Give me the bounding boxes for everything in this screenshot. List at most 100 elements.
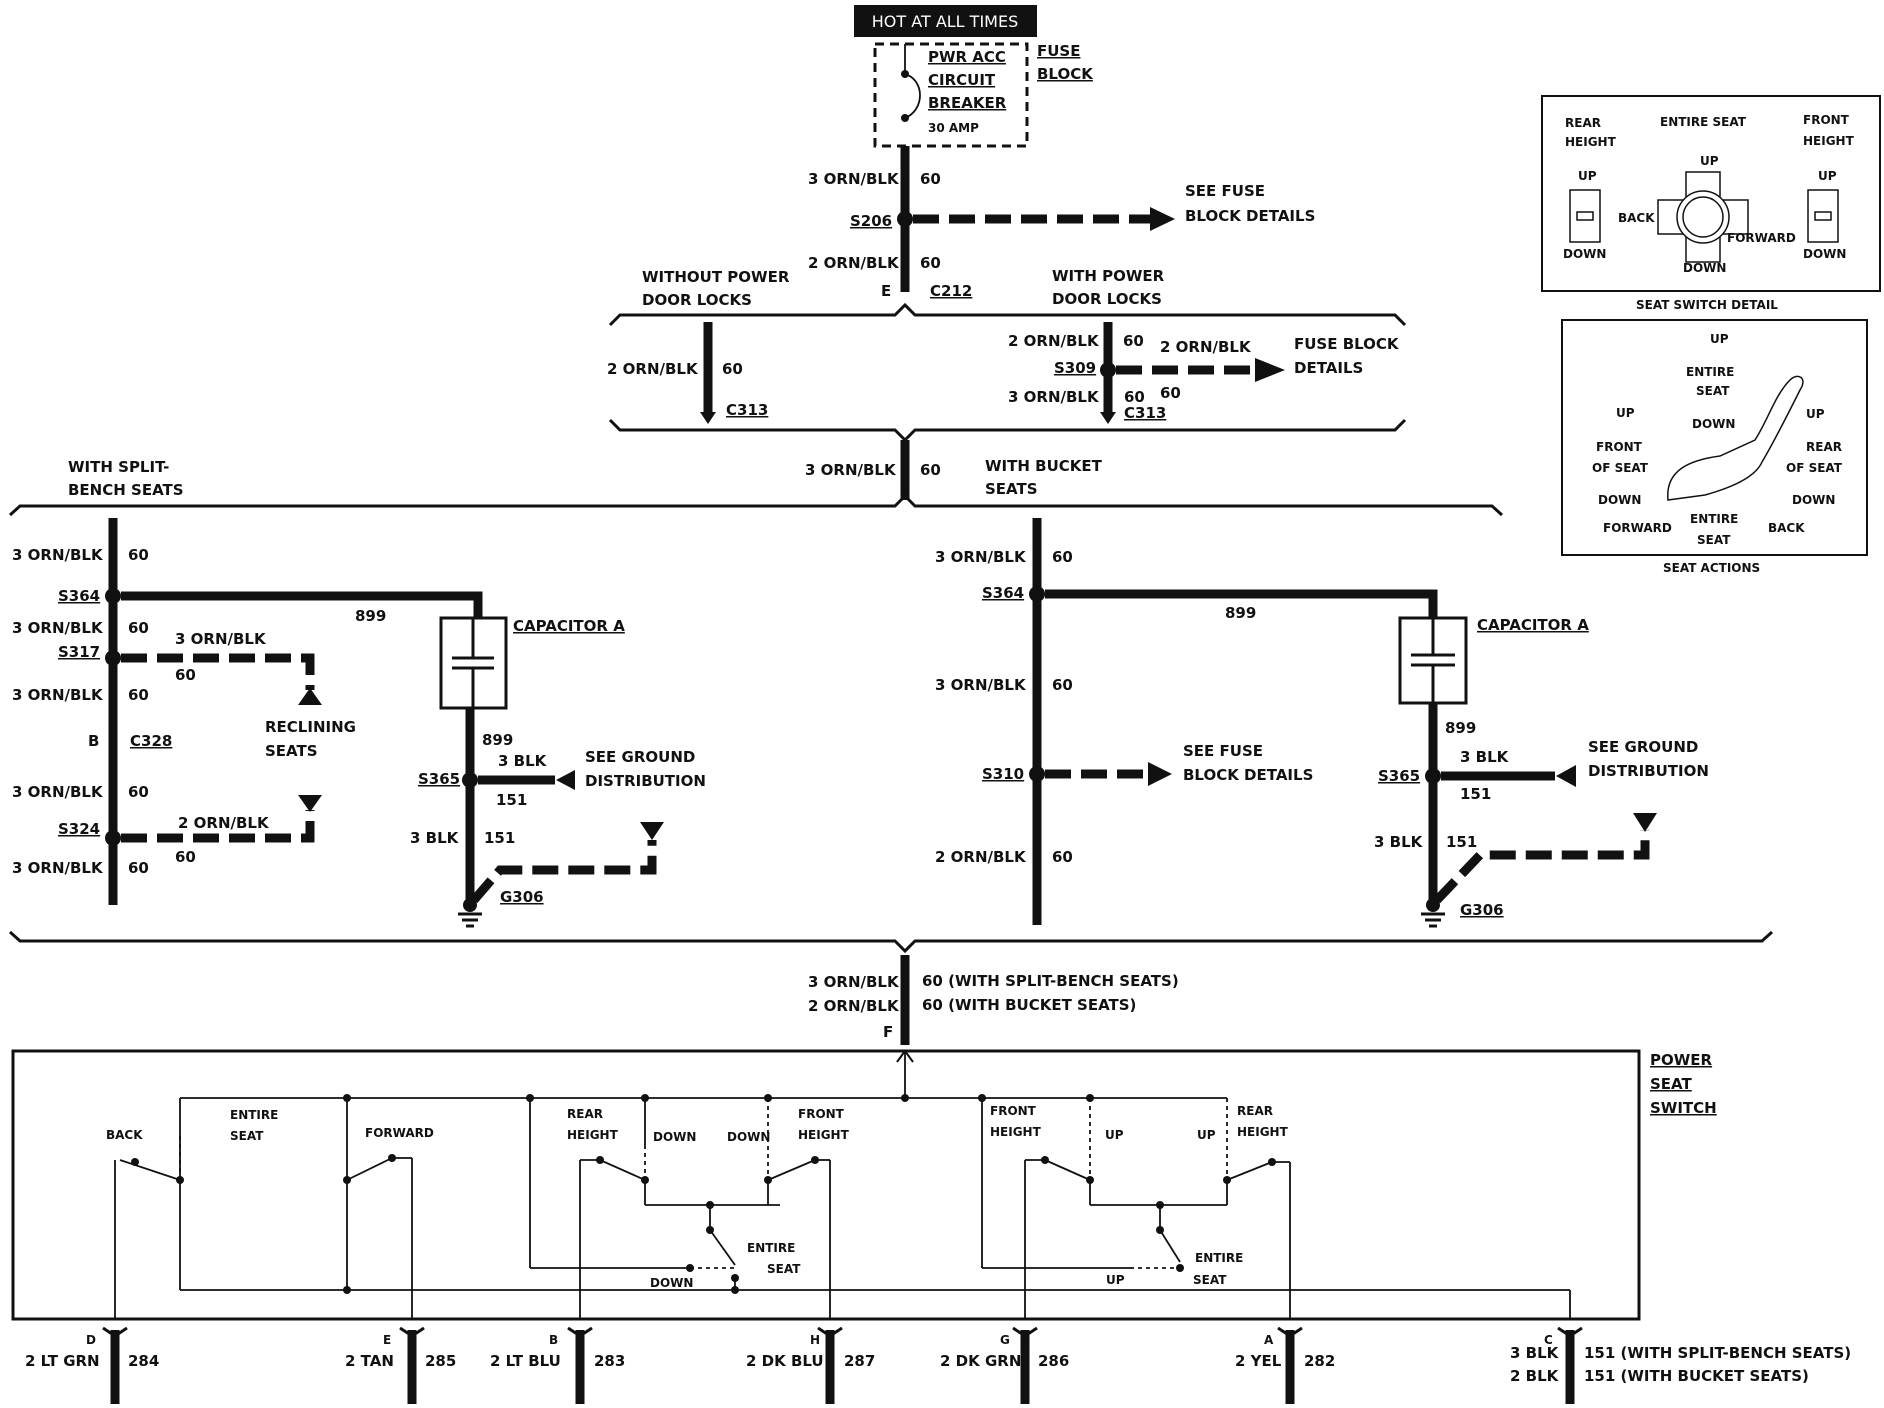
splice-s364-bucket: [1029, 586, 1045, 602]
switch-forward-label: FORWARD: [365, 1126, 434, 1140]
connector-h-wire: 2 DK BLU: [746, 1352, 824, 1370]
lower-w2-num: 60 (WITH BUCKET SEATS): [922, 996, 1136, 1014]
actions-forward: FORWARD: [1603, 521, 1672, 535]
connector-c-letter: C: [1544, 1333, 1553, 1347]
connector-e-letter: E: [383, 1333, 391, 1347]
switch-down-3: DOWN: [650, 1276, 693, 1290]
bucket-ground-wire: [1433, 830, 1650, 904]
connector-c-wire: 3 BLK: [1510, 1344, 1560, 1362]
right-bottom-num: 60: [1124, 388, 1145, 406]
with-door-locks-2: DOOR LOCKS: [1052, 290, 1162, 308]
split-3blk-2: 3 BLK: [410, 829, 460, 847]
bucket-3blk-2: 3 BLK: [1374, 833, 1424, 851]
bucket-w2-num: 60: [1052, 676, 1073, 694]
connector-h: H 2 DK BLU 287: [746, 1326, 875, 1404]
split-w4-label: 3 ORN/BLK: [12, 783, 104, 801]
split-151-2: 151: [484, 829, 515, 847]
detail-front-1: FRONT: [1803, 113, 1850, 127]
split-w1-label: 3 ORN/BLK: [12, 546, 104, 564]
without-door-locks-2: DOOR LOCKS: [642, 291, 752, 309]
fuse-block-label-1: FUSE: [1037, 42, 1080, 60]
s317-branch-num: 60: [175, 666, 196, 684]
s317-label: S317: [58, 643, 100, 661]
connector-g-wire: 2 DK GRN: [940, 1352, 1021, 1370]
actions-entire-bottom-2: SEAT: [1697, 533, 1731, 547]
pin-e-label: E: [881, 282, 891, 300]
splice-s317: [105, 650, 121, 666]
option-bracket-bottom: [608, 418, 1407, 443]
connector-h-letter: H: [810, 1333, 820, 1347]
switch-front-height-2: HEIGHT: [798, 1128, 850, 1142]
bucket-w3-label: 2 ORN/BLK: [935, 848, 1027, 866]
bucket-w1-num: 60: [1052, 548, 1073, 566]
switch-down-2: DOWN: [727, 1130, 770, 1144]
lower-w2-label: 2 ORN/BLK: [808, 997, 900, 1015]
arrow-right-icon: [1150, 207, 1175, 231]
actions-rear-2: OF SEAT: [1786, 461, 1843, 475]
right-bottom-wire-label: 3 ORN/BLK: [1008, 388, 1100, 406]
connector-a: A 2 YEL 282: [1235, 1326, 1335, 1404]
switch-rear-height-r1: REAR: [1237, 1104, 1273, 1118]
detail-up-mid: UP: [1700, 154, 1719, 168]
left-option-wire-label: 2 ORN/BLK: [607, 360, 699, 378]
breaker-label-2: CIRCUIT: [928, 71, 996, 89]
switch-title-3: SWITCH: [1650, 1099, 1717, 1117]
detail-up-left: UP: [1578, 169, 1597, 183]
switch-front-height-1: FRONT: [798, 1107, 845, 1121]
split-cap-899: 899: [482, 731, 513, 749]
fuse-block-details-1: FUSE BLOCK: [1294, 335, 1400, 353]
ground-arrow-icon: [1633, 813, 1657, 832]
connector-d-wire: 2 LT GRN: [25, 1352, 100, 1370]
connector-e: E 2 TAN 285: [345, 1326, 456, 1404]
actions-rear-1: REAR: [1806, 440, 1842, 454]
fuse-block-box: [873, 42, 1029, 148]
splice-s365-split: [462, 772, 478, 788]
seat-bracket-bottom: [8, 930, 1774, 954]
circuit-60-label: 60: [920, 170, 941, 188]
ground-arrow-icon: [640, 822, 664, 840]
split-s365-label: S365: [418, 770, 460, 788]
connector-g: G 2 DK GRN 286: [940, 1326, 1069, 1404]
see-fuse-block-1: SEE FUSE: [1185, 182, 1265, 200]
s324-branch-num: 60: [175, 848, 196, 866]
right-top-num: 60: [1123, 332, 1144, 350]
s324-label: S324: [58, 820, 100, 838]
switch-front-height-r1: FRONT: [990, 1104, 1037, 1118]
actions-caption: SEAT ACTIONS: [1663, 561, 1760, 575]
split-w2-num: 60: [128, 619, 149, 637]
switch-entire-right-1: ENTIRE: [1195, 1251, 1243, 1265]
connector-d-num: 284: [128, 1352, 159, 1370]
switch-up-3: UP: [1106, 1273, 1125, 1287]
actions-front-down: DOWN: [1598, 493, 1641, 507]
splice-s310: [1029, 766, 1045, 782]
bucket-see-fuse-1: SEE FUSE: [1183, 742, 1263, 760]
switch-back-label: BACK: [106, 1128, 143, 1142]
split-s364-label: S364: [58, 587, 100, 605]
detail-rear-1: REAR: [1565, 116, 1601, 130]
lower-w1-label: 3 ORN/BLK: [808, 973, 900, 991]
actions-entire-up: UP: [1710, 332, 1729, 346]
bucket-title-2: SEATS: [985, 480, 1038, 498]
actions-front-1: FRONT: [1596, 440, 1643, 454]
detail-down-left: DOWN: [1563, 247, 1606, 261]
s309-label: S309: [1054, 359, 1096, 377]
switch-rear-height-r2: HEIGHT: [1237, 1125, 1289, 1139]
bucket-899-label: 899: [1225, 604, 1256, 622]
connector-c-num2: 151 (WITH BUCKET SEATS): [1584, 1367, 1809, 1385]
split-w2-label: 3 ORN/BLK: [12, 619, 104, 637]
connector-b-num: 283: [594, 1352, 625, 1370]
connector-a-num: 282: [1304, 1352, 1335, 1370]
switch-entire-left-1: ENTIRE: [747, 1241, 795, 1255]
connector-g-num: 286: [1038, 1352, 1069, 1370]
split-w5-label: 3 ORN/BLK: [12, 859, 104, 877]
breaker-label-4: 30 AMP: [928, 121, 979, 135]
mid-wire-num: 60: [920, 461, 941, 479]
split-w4-num: 60: [128, 783, 149, 801]
split-899-label: 899: [355, 607, 386, 625]
seat-icon: [1667, 375, 1804, 501]
hot-label-box: HOT AT ALL TIMES: [854, 5, 1037, 37]
s206-label: S206: [850, 212, 892, 230]
splice-s324: [105, 830, 121, 846]
split-w5-num: 60: [128, 859, 149, 877]
